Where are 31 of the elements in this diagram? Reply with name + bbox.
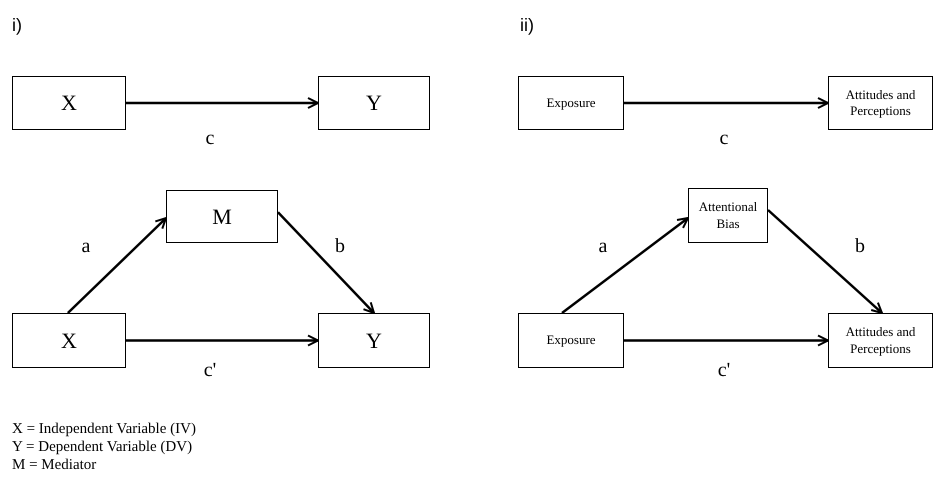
edge-label: c: [720, 128, 728, 148]
variable-box: Y: [318, 313, 430, 368]
variable-box: M: [166, 190, 278, 243]
edge-label: c: [206, 128, 214, 148]
legend-note: M = Mediator: [12, 458, 96, 473]
variable-box: X: [12, 313, 126, 368]
panel-label: i): [12, 16, 22, 34]
legend-note: X = Independent Variable (IV): [12, 422, 196, 437]
arrow: [561, 216, 689, 314]
edge-label: c': [718, 360, 730, 380]
variable-box: Attitudes and Perceptions: [828, 313, 933, 368]
variable-box: Exposure: [518, 313, 624, 368]
arrow: [624, 334, 829, 346]
variable-box: Attentional Bias: [688, 188, 768, 243]
arrow: [767, 209, 883, 314]
edge-label: c': [204, 360, 216, 380]
edge-label: b: [855, 236, 865, 256]
variable-box: X: [12, 76, 126, 130]
variable-box: Exposure: [518, 76, 624, 130]
arrow: [126, 334, 319, 346]
variable-box: Attitudes and Perceptions: [828, 76, 933, 130]
arrow: [126, 97, 319, 109]
arrow: [67, 217, 167, 314]
arrow: [624, 97, 829, 109]
arrow: [277, 211, 375, 314]
edge-label: a: [82, 236, 90, 256]
variable-box: Y: [318, 76, 430, 130]
edge-label: a: [598, 236, 608, 256]
panel-label: ii): [520, 16, 534, 34]
edge-label: b: [335, 236, 345, 256]
legend-note: Y = Dependent Variable (DV): [12, 440, 192, 455]
